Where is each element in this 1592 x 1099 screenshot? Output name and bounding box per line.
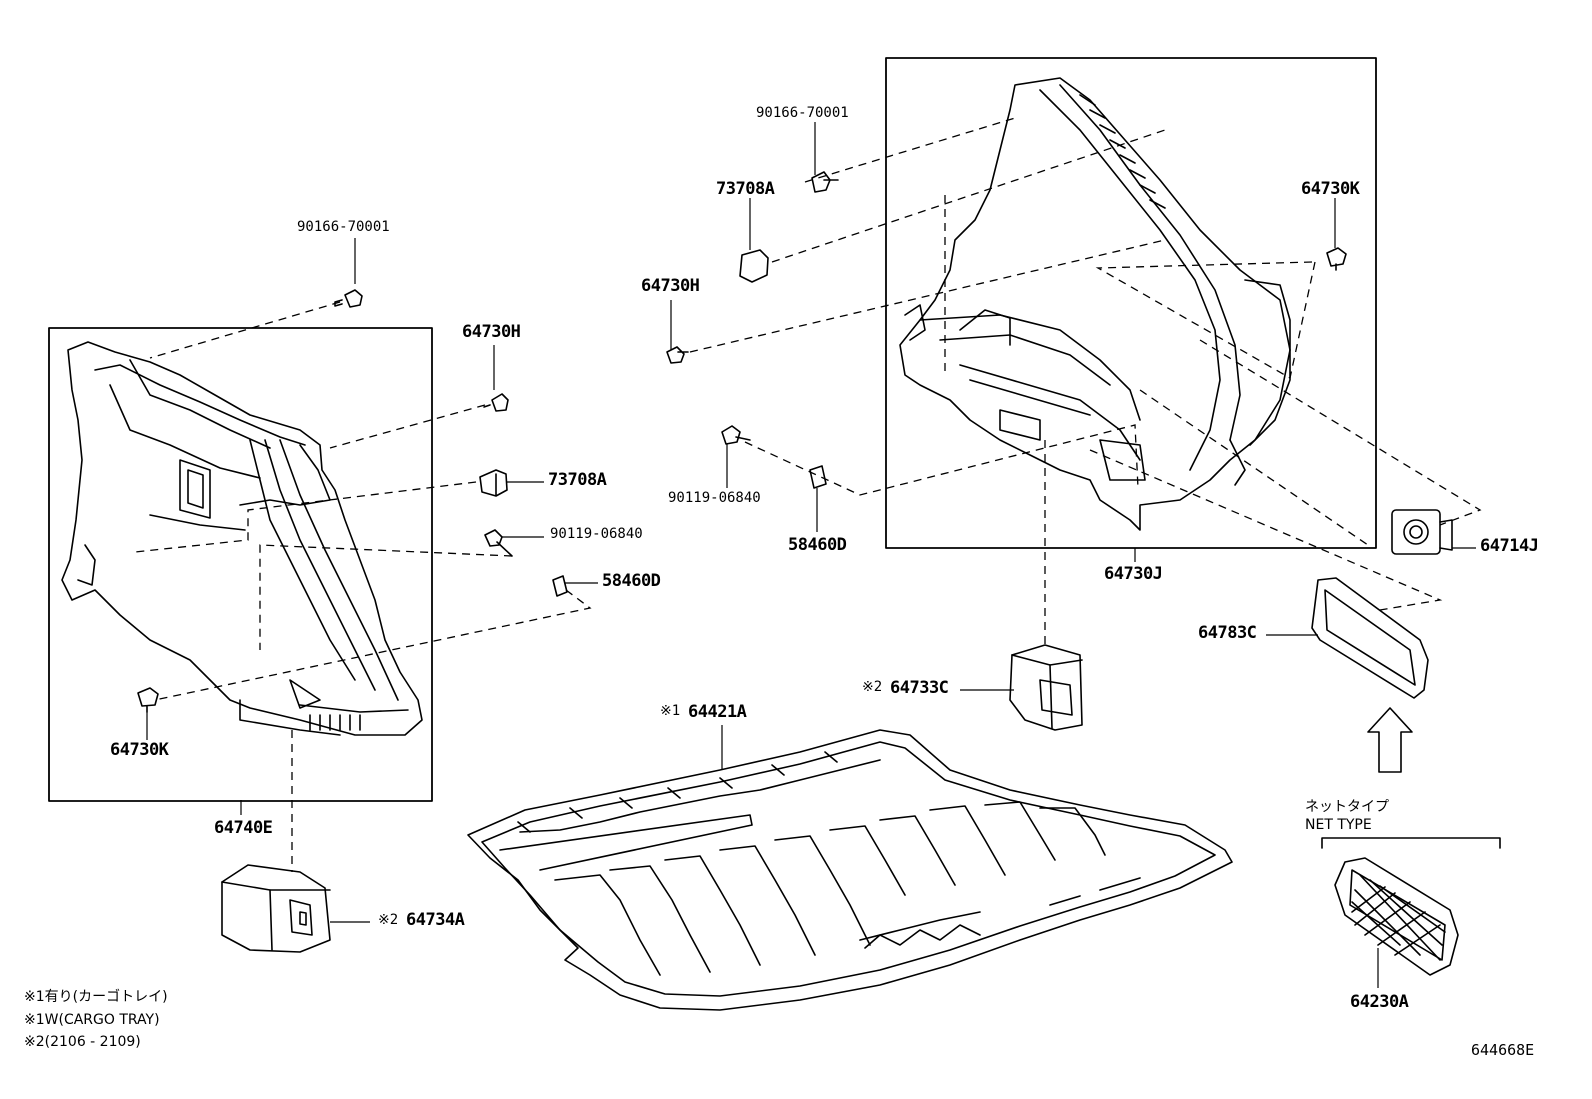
part-label-90166-70001: 90166-70001 bbox=[756, 105, 849, 121]
part-label-64783c: 64783C bbox=[1198, 623, 1257, 643]
right-panel-frame bbox=[885, 57, 1377, 549]
footnote-2: ※1W(CARGO TRAY) bbox=[24, 1012, 160, 1028]
note-mark-1: ※1 bbox=[660, 703, 681, 719]
part-label-58460d: 58460D bbox=[788, 535, 847, 555]
part-label-90119-06840: 90119-06840 bbox=[550, 526, 643, 542]
part-label-64730k: 64730K bbox=[110, 740, 169, 760]
part-label-73708a: 73708A bbox=[548, 470, 607, 490]
part-label-73708a: 73708A bbox=[716, 179, 775, 199]
frame-64783c-drawing bbox=[1311, 577, 1429, 699]
illustration-number: 644668E bbox=[1471, 1041, 1535, 1059]
solid-leaders bbox=[146, 122, 1476, 988]
net-type-bracket bbox=[1321, 837, 1501, 849]
bracket-64714j-drawing bbox=[1391, 509, 1453, 555]
clip-64734a-drawing bbox=[221, 864, 331, 953]
fastener-drawings bbox=[137, 171, 1347, 713]
part-label-64230a: 64230A bbox=[1350, 992, 1409, 1012]
part-label-64730h: 64730H bbox=[462, 322, 521, 342]
right-quarter-trim-drawing bbox=[899, 77, 1291, 531]
part-label-90166-70001: 90166-70001 bbox=[297, 219, 390, 235]
dashed-leaders bbox=[134, 117, 1482, 872]
clip-64733c-drawing bbox=[1009, 644, 1083, 731]
part-label-64730j: 64730J bbox=[1104, 564, 1163, 584]
part-label-58460d: 58460D bbox=[602, 571, 661, 591]
up-arrow bbox=[1367, 707, 1413, 773]
part-label-64730h: 64730H bbox=[641, 276, 700, 296]
net-type-jp-caption: ネットタイプ bbox=[1305, 799, 1389, 815]
note-mark-2: ※2 bbox=[378, 912, 399, 928]
part-label-90119-06840: 90119-06840 bbox=[668, 490, 761, 506]
cargo-tray-drawing bbox=[467, 729, 1233, 1011]
footnote-1: ※1有り(カーゴトレイ) bbox=[24, 989, 168, 1005]
note-mark-2: ※2 bbox=[862, 679, 883, 695]
left-panel-frame bbox=[48, 327, 433, 802]
part-label-64730k: 64730K bbox=[1301, 179, 1360, 199]
left-quarter-trim-drawing bbox=[61, 341, 423, 736]
net-64230a-drawing bbox=[1334, 857, 1459, 976]
part-label-64421a: 64421A bbox=[688, 702, 747, 722]
net-type-en-caption: NET TYPE bbox=[1305, 817, 1372, 833]
part-label-64714j: 64714J bbox=[1480, 536, 1539, 556]
footnote-3: ※2(2106 - 2109) bbox=[24, 1034, 141, 1050]
part-label-64734a: 64734A bbox=[406, 910, 465, 930]
part-label-64740e: 64740E bbox=[214, 818, 273, 838]
part-label-64733c: 64733C bbox=[890, 678, 949, 698]
